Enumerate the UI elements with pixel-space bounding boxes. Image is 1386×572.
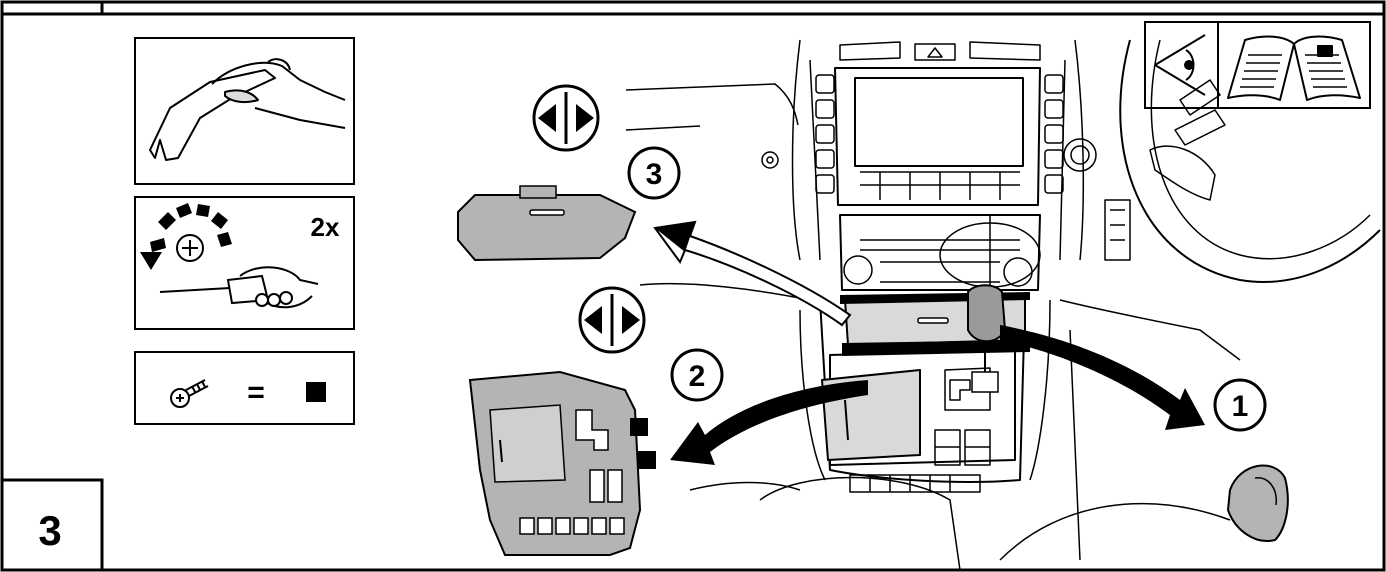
callout-1-label: 1 <box>1232 390 1249 423</box>
screw-location-marker-upper <box>630 418 648 436</box>
callout-1: 1 <box>1215 380 1265 430</box>
removed-lower-console-panel <box>470 372 656 555</box>
callout-3-label: 3 <box>646 158 663 191</box>
step-number-box: 3 <box>2 480 102 570</box>
screw-legend-panel: = <box>135 352 354 424</box>
removal-arrow-3 <box>655 222 850 325</box>
see-manual-panel <box>1145 22 1370 108</box>
callout-3: 3 <box>629 148 679 198</box>
step-number: 3 <box>38 507 61 554</box>
clip-release-icon-top <box>534 86 598 150</box>
removed-shift-knob <box>1228 466 1288 541</box>
removed-screw-marker <box>306 382 326 402</box>
pry-tool-panel <box>135 38 354 184</box>
callout-2-label: 2 <box>689 360 706 393</box>
callout-2: 2 <box>672 350 722 400</box>
screw-location-marker-lower <box>638 451 656 469</box>
removal-arrow-1 <box>1000 325 1205 430</box>
removed-upper-trim <box>458 186 635 260</box>
screwdriver-count-label: 2x <box>311 212 340 242</box>
screw-equals-sign: = <box>247 376 265 409</box>
clip-release-icon-middle <box>580 288 644 352</box>
screwdriver-panel: 2x <box>135 197 354 329</box>
